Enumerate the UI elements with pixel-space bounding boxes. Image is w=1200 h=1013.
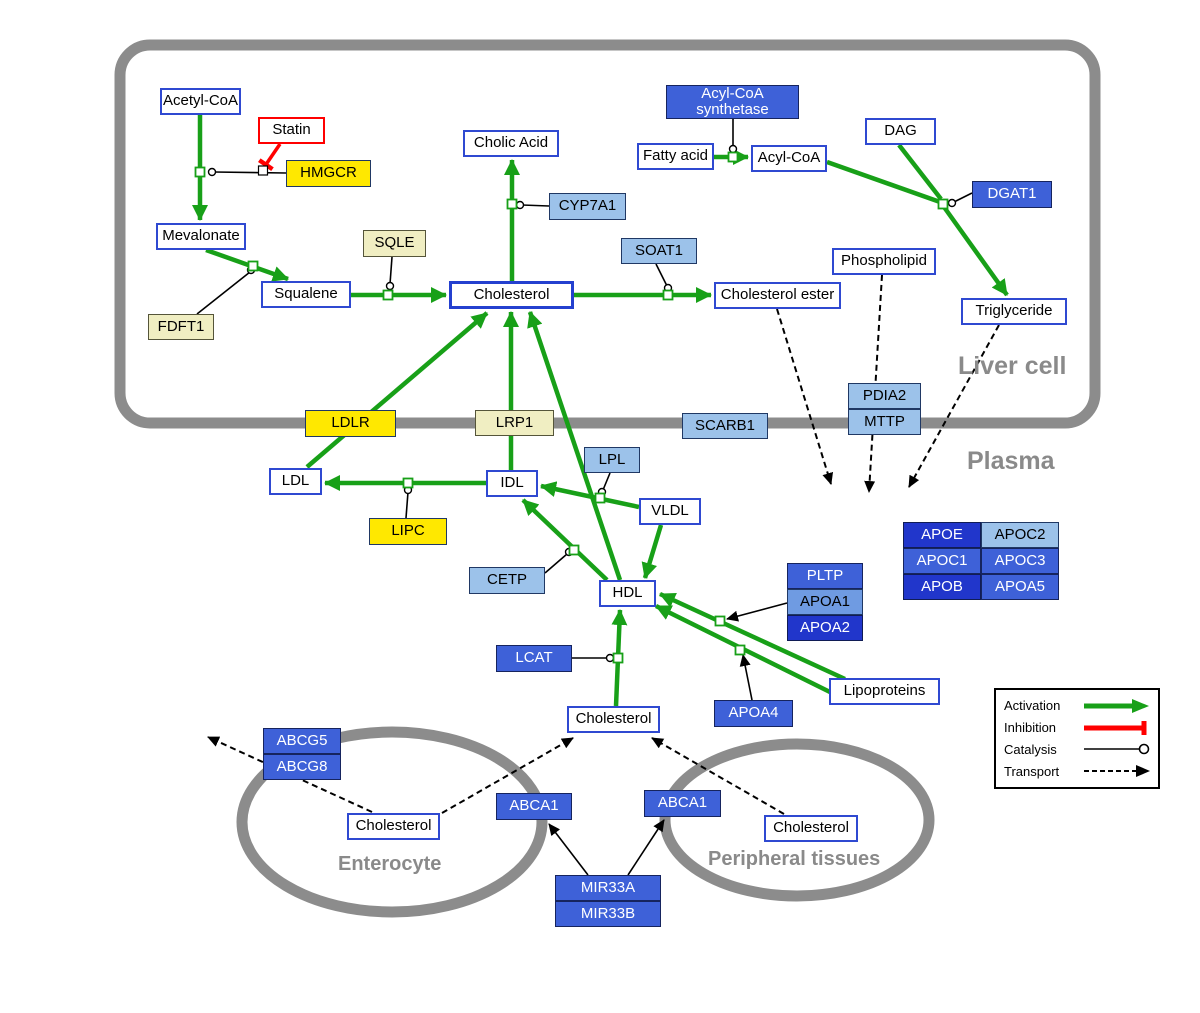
node-ldl[interactable]: LDL	[269, 468, 322, 495]
liver-cell-membrane	[114, 39, 1101, 429]
node-pdia2[interactable]: PDIA2	[848, 383, 921, 409]
legend-row-catalysis: Catalysis	[1004, 741, 1150, 757]
legend-catalysis-label: Catalysis	[1004, 741, 1057, 757]
node-cholesterol-ester[interactable]: Cholesterol ester	[714, 282, 841, 309]
legend-transport-label: Transport	[1004, 763, 1060, 779]
node-acyl-coa[interactable]: Acyl-CoA	[751, 145, 827, 172]
node-cyp7a1[interactable]: CYP7A1	[549, 193, 626, 220]
transport-dashed-arrow-icon	[1084, 765, 1150, 778]
node-abca1-peripheral[interactable]: ABCA1	[644, 790, 721, 817]
node-cholesterol-liver[interactable]: Cholesterol	[449, 281, 574, 309]
node-vldl[interactable]: VLDL	[639, 498, 701, 525]
node-fdft1[interactable]: FDFT1	[148, 314, 214, 340]
node-soat1[interactable]: SOAT1	[621, 238, 697, 264]
legend-activation-label: Activation	[1004, 698, 1061, 714]
node-lpl[interactable]: LPL	[584, 447, 640, 473]
node-apoc3[interactable]: APOC3	[981, 548, 1059, 574]
legend-inhibition-label: Inhibition	[1004, 720, 1057, 736]
node-lrp1[interactable]: LRP1	[475, 410, 554, 436]
node-abcg5[interactable]: ABCG5	[263, 728, 341, 754]
node-cetp[interactable]: CETP	[469, 567, 545, 594]
node-phospholipid[interactable]: Phospholipid	[832, 248, 936, 275]
node-lipc[interactable]: LIPC	[369, 518, 447, 545]
legend: Activation Inhibition Catalysis Transpor…	[994, 688, 1160, 789]
legend-row-transport: Transport	[1004, 763, 1150, 779]
node-triglyceride[interactable]: Triglyceride	[961, 298, 1067, 325]
node-dag[interactable]: DAG	[865, 118, 936, 145]
node-acyl-coa-synthetase[interactable]: Acyl-CoA synthetase	[666, 85, 799, 119]
node-lipoproteins[interactable]: Lipoproteins	[829, 678, 940, 705]
node-abcg8[interactable]: ABCG8	[263, 754, 341, 780]
activation-edges	[192, 115, 1009, 707]
liver-cell-label: Liver cell	[958, 352, 1067, 380]
node-mir33b[interactable]: MIR33B	[555, 901, 661, 927]
legend-row-activation: Activation	[1004, 698, 1150, 714]
node-acetyl-coa[interactable]: Acetyl-CoA	[160, 88, 241, 115]
node-scarb1[interactable]: SCARB1	[682, 413, 768, 439]
enterocyte-label: Enterocyte	[338, 853, 442, 875]
node-cholesterol-plasma[interactable]: Cholesterol	[567, 706, 660, 733]
node-pltp[interactable]: PLTP	[787, 563, 863, 589]
catalysis-circle-icon	[1084, 744, 1150, 755]
peripheral-tissues-label: Peripheral tissues	[708, 848, 881, 870]
enterocyte-membrane	[236, 726, 548, 918]
node-dgat1[interactable]: DGAT1	[972, 181, 1052, 208]
black-arrow-edges	[548, 602, 788, 876]
node-apoa1[interactable]: APOA1	[787, 589, 863, 615]
node-squalene[interactable]: Squalene	[261, 281, 351, 308]
node-cholesterol-peripheral[interactable]: Cholesterol	[764, 815, 858, 842]
legend-row-inhibition: Inhibition	[1004, 720, 1150, 736]
node-abca1-enterocyte[interactable]: ABCA1	[496, 793, 572, 820]
node-apoa5[interactable]: APOA5	[981, 574, 1059, 600]
peripheral-tissues-membrane	[659, 738, 935, 902]
node-apoc1[interactable]: APOC1	[903, 548, 981, 574]
node-mevalonate[interactable]: Mevalonate	[156, 223, 246, 250]
node-idl[interactable]: IDL	[486, 470, 538, 497]
node-cholic-acid[interactable]: Cholic Acid	[463, 130, 559, 157]
node-hdl[interactable]: HDL	[599, 580, 656, 607]
node-apoe[interactable]: APOE	[903, 522, 981, 548]
inhibition-tbar-icon	[1084, 720, 1147, 735]
node-apoa2[interactable]: APOA2	[787, 615, 863, 641]
catalysis-edges	[196, 119, 973, 659]
node-apoc2[interactable]: APOC2	[981, 522, 1059, 548]
node-hmgcr[interactable]: HMGCR	[286, 160, 371, 187]
activation-arrow-icon	[1084, 698, 1149, 713]
reaction-nodes	[194, 151, 949, 664]
node-apob[interactable]: APOB	[903, 574, 981, 600]
node-fatty-acid[interactable]: Fatty acid	[637, 143, 714, 170]
node-cholesterol-enterocyte[interactable]: Cholesterol	[347, 813, 440, 840]
node-mttp[interactable]: MTTP	[848, 409, 921, 435]
node-apoa4[interactable]: APOA4	[714, 700, 793, 727]
node-lcat[interactable]: LCAT	[496, 645, 572, 672]
node-sqle[interactable]: SQLE	[363, 230, 426, 257]
node-statin[interactable]: Statin	[258, 117, 325, 144]
inhibition-junction-node	[257, 165, 269, 176]
node-mir33a[interactable]: MIR33A	[555, 875, 661, 901]
node-ldlr[interactable]: LDLR	[305, 410, 396, 437]
plasma-label: Plasma	[967, 447, 1055, 475]
inhibition-edge-statin	[258, 143, 282, 172]
